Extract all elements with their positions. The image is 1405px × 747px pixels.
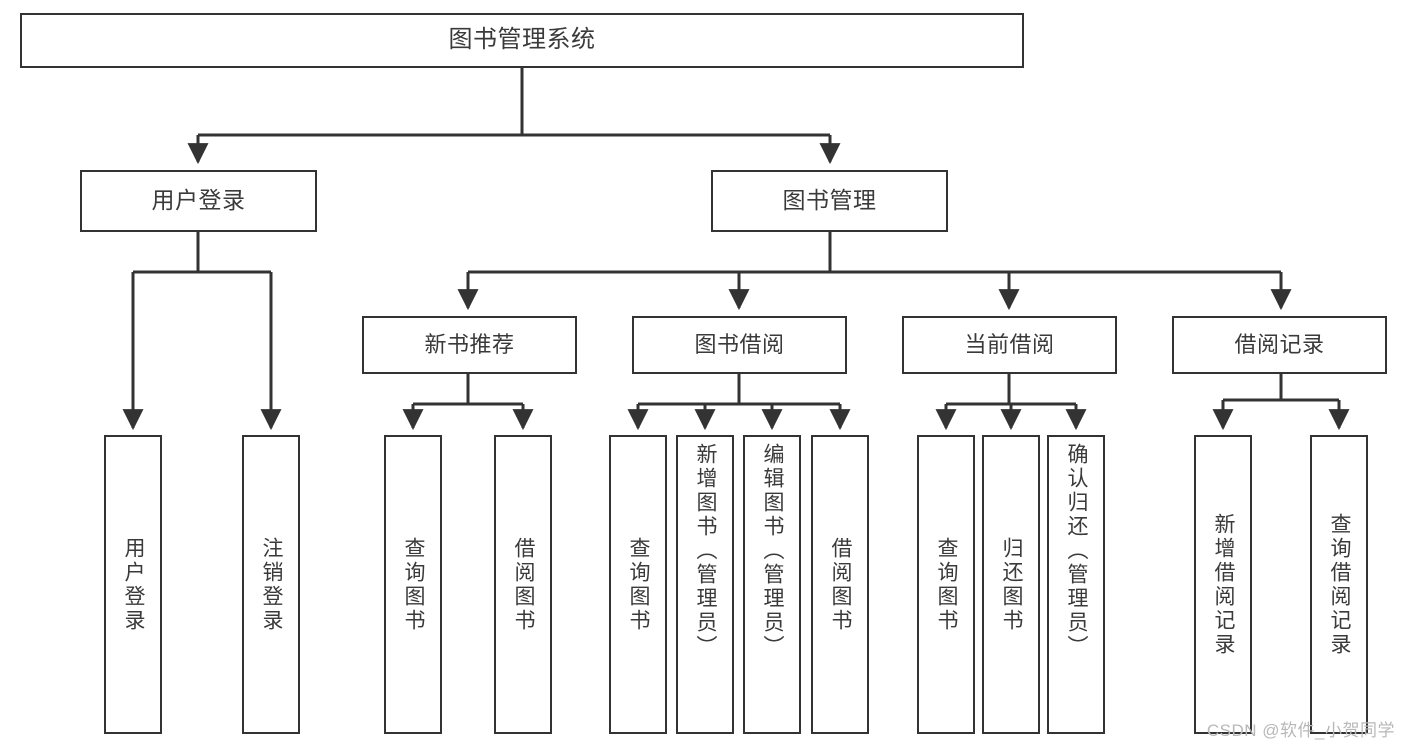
node-label: 查询图书 [627,536,651,633]
node-label: 图书管理 [782,187,877,214]
node-current-borrow[interactable]: 当前借阅 [902,316,1117,374]
node-book-borrow[interactable]: 图书借阅 [632,316,847,374]
node-leaf-user-login[interactable]: 用户登录 [104,435,162,734]
node-label: 新书推荐 [424,332,515,358]
node-label: 查询图书 [935,536,959,633]
node-label: 当前借阅 [964,332,1055,358]
node-label: 借阅图书 [829,536,853,633]
node-leaf-return-book[interactable]: 归还图书 [982,435,1040,734]
node-book-management[interactable]: 图书管理 [711,170,948,232]
watermark-text: CSDN @软件_小贺同学 [1206,721,1395,740]
node-root-system[interactable]: 图书管理系统 [20,13,1024,68]
node-leaf-add-book[interactable]: 新增图书（管理员） [676,435,734,734]
node-label: 编辑图书（管理员） [761,443,785,659]
node-leaf-borrow-book-1[interactable]: 借阅图书 [494,435,552,734]
node-label: 借阅图书 [512,536,536,633]
node-label: 用户登录 [122,536,146,633]
node-label: 新增图书（管理员） [694,443,718,659]
node-label: 用户登录 [151,187,246,214]
node-leaf-query-book-2[interactable]: 查询图书 [609,435,667,734]
node-leaf-query-record[interactable]: 查询借阅记录 [1310,435,1368,734]
node-label: 图书管理系统 [448,26,596,54]
node-label: 图书借阅 [694,332,785,358]
node-label: 注销登录 [260,536,284,633]
node-label: 借阅记录 [1234,332,1325,358]
node-leaf-query-book-3[interactable]: 查询图书 [917,435,975,734]
node-label: 确认归还（管理员） [1065,443,1089,659]
node-leaf-query-book-1[interactable]: 查询图书 [384,435,442,734]
node-label: 查询借阅记录 [1328,512,1352,657]
node-user-login[interactable]: 用户登录 [80,170,317,232]
node-leaf-confirm-return[interactable]: 确认归还（管理员） [1047,435,1105,734]
node-leaf-borrow-book-2[interactable]: 借阅图书 [811,435,869,734]
node-label: 新增借阅记录 [1212,512,1236,657]
node-label: 查询图书 [402,536,426,633]
node-label: 归还图书 [1000,536,1024,633]
node-leaf-add-record[interactable]: 新增借阅记录 [1194,435,1252,734]
node-leaf-edit-book[interactable]: 编辑图书（管理员） [743,435,801,734]
node-leaf-logout-login[interactable]: 注销登录 [242,435,300,734]
node-borrow-record[interactable]: 借阅记录 [1172,316,1387,374]
node-new-book-recommend[interactable]: 新书推荐 [362,316,577,374]
